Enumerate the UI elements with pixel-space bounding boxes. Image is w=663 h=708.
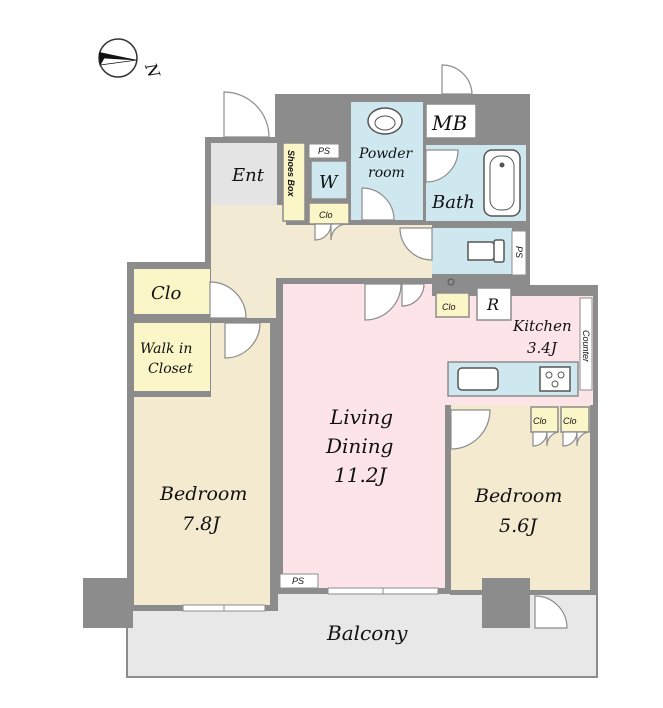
shoes-box [282,142,306,222]
label-living-2: Dining [325,434,393,458]
label-living-3: 11.2J [334,463,388,487]
bathtub-icon [483,149,521,217]
ps-top [308,143,340,159]
label-balcony: Balcony [326,621,408,645]
door-swings [209,64,589,629]
label-ps-top: PS [318,146,330,156]
label-powder-1: Powder [358,146,414,162]
label-w: W [319,172,339,193]
counter-strip [579,297,593,391]
walk-in-closet [134,323,210,391]
left-closet [134,269,210,314]
pillar-right [482,578,530,628]
label-ps-right: PS [514,246,524,258]
label-clo-left: Clo [151,283,182,304]
sink-icon [367,107,403,135]
ps-bottom [279,573,319,589]
label-walkin-2: Closet [148,361,193,377]
label-clo-br2-b: Clo [563,416,577,426]
label-living-1: Living [329,405,393,429]
label-mb: MB [431,111,467,135]
label-r: R [486,295,499,314]
label-powder-2: room [368,165,405,181]
label-counter: Counter [581,330,591,363]
label-bedroom2-1: Bedroom [474,485,562,507]
bedroom2-closet-a [530,406,559,433]
refrigerator [476,287,512,321]
washer [310,160,348,200]
label-clo-br2-a: Clo [533,416,547,426]
label-clo-small: Clo [442,302,456,312]
label-bedroom2-2: 5.6J [499,515,538,537]
compass-label: N [141,60,164,82]
meter-box [425,103,477,139]
ps-right [511,230,527,276]
label-ps-bottom: PS [292,576,304,586]
kitchen-sink-icon [457,367,499,391]
label-ent: Ent [231,165,265,186]
label-clo-hall: Clo [319,210,333,220]
windows [182,587,439,612]
bedroom-1 [134,323,270,605]
bedroom-2 [451,405,590,590]
compass-icon [98,38,138,78]
label-bedroom1-1: Bedroom [159,483,247,505]
label-shoes-box: Shoes Box [286,150,296,198]
hallway [211,205,432,318]
label-kitchen-1: Kitchen [512,317,572,335]
label-kitchen-2: 3.4J [527,339,558,357]
entrance [211,143,277,205]
pillar-left [83,578,133,628]
label-bath: Bath [431,192,475,213]
living-dining-kitchen [283,284,593,588]
label-walkin-1: Walk in [140,341,192,357]
label-bedroom1-2: 7.8J [182,513,221,535]
kitchen-closet [435,292,470,318]
